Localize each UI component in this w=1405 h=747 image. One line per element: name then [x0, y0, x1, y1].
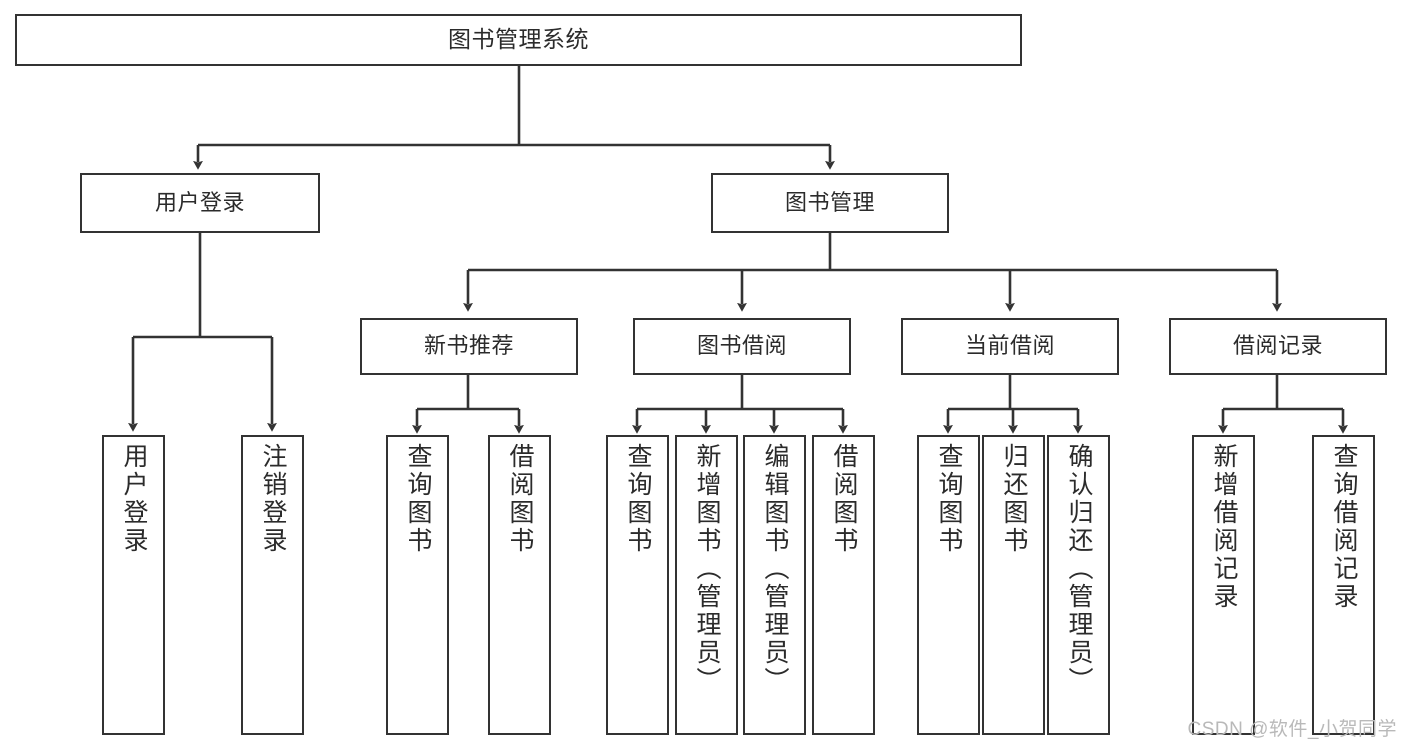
- node-leaf-edit-book-admin[interactable]: 编辑图书（管理员）: [743, 435, 806, 735]
- node-label: 图书管理系统: [448, 26, 589, 53]
- node-leaf-add-book-admin[interactable]: 新增图书（管理员）: [675, 435, 738, 735]
- node-label: 用户登录: [120, 443, 148, 555]
- node-label: 注销登录: [259, 443, 287, 555]
- node-leaf-user-login[interactable]: 用户登录: [102, 435, 165, 735]
- node-book-borrowing[interactable]: 图书借阅: [633, 318, 851, 375]
- node-leaf-query-book-borrowing[interactable]: 查询图书: [606, 435, 669, 735]
- node-book-management-system[interactable]: 图书管理系统: [15, 14, 1022, 66]
- node-new-book-recommendation[interactable]: 新书推荐: [360, 318, 578, 375]
- node-label: 查询图书: [935, 443, 963, 555]
- node-current-borrowing[interactable]: 当前借阅: [901, 318, 1119, 375]
- node-leaf-query-book-current[interactable]: 查询图书: [917, 435, 980, 735]
- node-leaf-query-borrow-record[interactable]: 查询借阅记录: [1312, 435, 1375, 735]
- node-leaf-borrow-book-borrowing[interactable]: 借阅图书: [812, 435, 875, 735]
- node-label: 借阅记录: [1232, 333, 1323, 359]
- node-label: 新增图书（管理员）: [693, 443, 721, 695]
- node-label: 查询图书: [624, 443, 652, 555]
- node-label: 借阅图书: [830, 443, 858, 555]
- node-label: 新书推荐: [423, 333, 514, 359]
- node-label: 新增借阅记录: [1210, 443, 1238, 611]
- node-label: 借阅图书: [506, 443, 534, 555]
- node-label: 图书管理: [784, 189, 875, 215]
- node-label: 归还图书: [1000, 443, 1028, 555]
- node-label: 当前借阅: [964, 333, 1055, 359]
- node-label: 用户登录: [154, 189, 245, 215]
- csdn-watermark: CSDN @软件_小贺同学: [1187, 719, 1397, 740]
- node-leaf-confirm-return-admin[interactable]: 确认归还（管理员）: [1047, 435, 1110, 735]
- node-leaf-add-borrow-record[interactable]: 新增借阅记录: [1192, 435, 1255, 735]
- node-leaf-borrow-book-recommendation[interactable]: 借阅图书: [488, 435, 551, 735]
- node-borrowing-records[interactable]: 借阅记录: [1169, 318, 1387, 375]
- node-label: 图书借阅: [696, 333, 787, 359]
- node-book-management[interactable]: 图书管理: [711, 173, 949, 233]
- node-leaf-logout[interactable]: 注销登录: [241, 435, 304, 735]
- node-label: 确认归还（管理员）: [1065, 443, 1093, 695]
- node-label: 编辑图书（管理员）: [761, 443, 789, 695]
- node-user-login[interactable]: 用户登录: [80, 173, 320, 233]
- node-leaf-return-book[interactable]: 归还图书: [982, 435, 1045, 735]
- node-label: 查询借阅记录: [1330, 443, 1358, 611]
- node-leaf-query-book-recommendation[interactable]: 查询图书: [386, 435, 449, 735]
- node-label: 查询图书: [404, 443, 432, 555]
